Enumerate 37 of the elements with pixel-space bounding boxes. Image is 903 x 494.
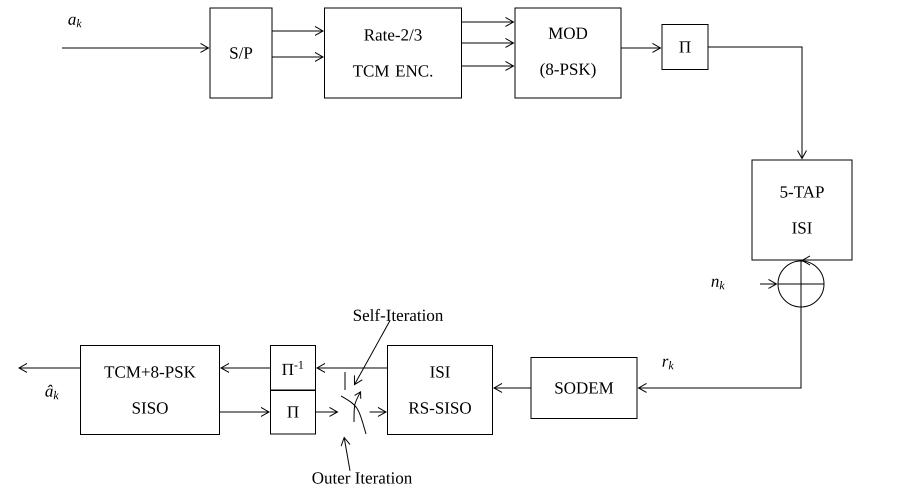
arrow	[316, 362, 388, 373]
arrow	[621, 43, 662, 53]
block-box: S/P	[210, 8, 272, 98]
block-box: Π$^{-1}$	[270, 344, 316, 391]
block-box: TCM+8-PSK SISO	[80, 344, 220, 435]
switch-drawing	[340, 371, 366, 434]
arrow	[316, 406, 338, 417]
block-box: Π	[270, 389, 316, 434]
arrow	[493, 382, 531, 393]
arrow	[462, 61, 514, 71]
arrow	[462, 38, 514, 48]
arrow	[369, 406, 387, 417]
edge-label: â$_{k}$	[44, 384, 60, 400]
block-box: MOD (8-PSK)	[514, 8, 622, 98]
arrow	[708, 46, 807, 160]
arrow	[638, 306, 802, 393]
block-box: SODEM	[530, 357, 638, 419]
arrow	[462, 17, 514, 27]
arrow	[62, 43, 210, 53]
block-box: 5-TAP ISI	[752, 160, 852, 260]
leader-line	[354, 320, 390, 386]
arrow	[220, 362, 270, 373]
block-box: Π	[662, 24, 708, 70]
arrow	[272, 26, 324, 36]
leader-line	[340, 436, 350, 472]
annotation-text: Self-Iteration	[354, 308, 444, 322]
arrow	[220, 406, 270, 417]
adder-circle	[777, 260, 825, 308]
block-box: ISI RS-SISO	[387, 344, 493, 435]
edge-label: r$_{k}$	[660, 358, 676, 370]
arrow	[18, 362, 80, 373]
block-box: Rate-2/3 TCM ENC.	[324, 8, 462, 98]
arrow	[272, 52, 324, 62]
edge-label: a$_{k}$	[66, 16, 84, 28]
annotation-text: Outer Iteration	[312, 472, 412, 484]
edge-label: n$_{k}$	[710, 278, 726, 290]
arrow	[760, 278, 778, 289]
